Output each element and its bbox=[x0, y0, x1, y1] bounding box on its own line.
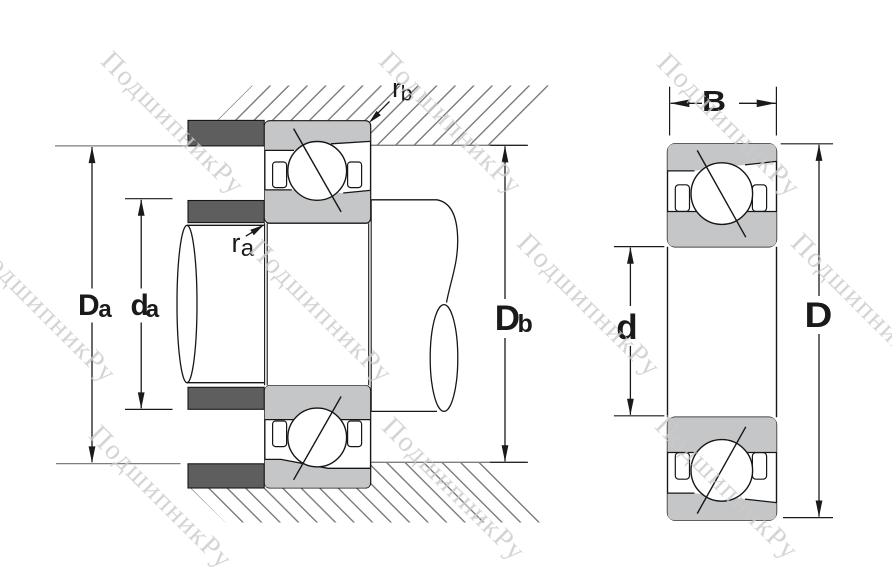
svg-text:r: r bbox=[392, 73, 401, 103]
svg-text:a: a bbox=[98, 296, 112, 323]
svg-text:D: D bbox=[495, 299, 520, 338]
svg-text:d: d bbox=[616, 308, 637, 347]
svg-text:B: B bbox=[702, 85, 726, 117]
svg-text:a: a bbox=[146, 296, 160, 323]
svg-text:a: a bbox=[241, 235, 255, 262]
svg-text:r: r bbox=[232, 228, 241, 258]
svg-text:D: D bbox=[78, 289, 100, 322]
svg-text:D: D bbox=[805, 296, 833, 335]
svg-text:b: b bbox=[401, 83, 413, 106]
svg-text:b: b bbox=[518, 310, 533, 338]
svg-text:d: d bbox=[131, 289, 149, 322]
